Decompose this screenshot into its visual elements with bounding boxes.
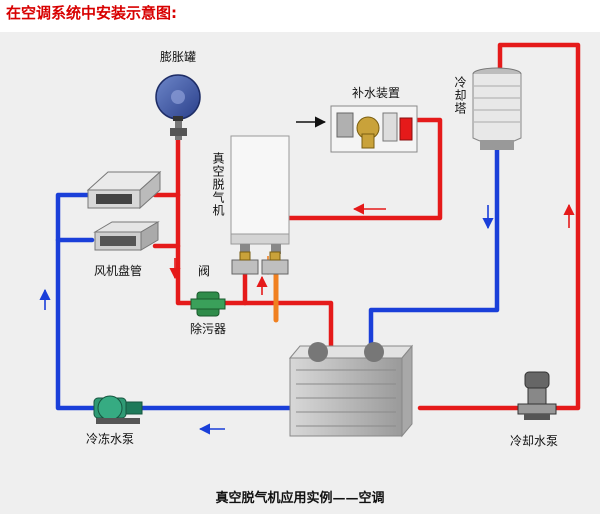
valve-right bbox=[261, 251, 289, 275]
page-title: 在空调系统中安装示意图: bbox=[6, 4, 177, 22]
water-makeup-device bbox=[330, 105, 418, 153]
valve-left bbox=[231, 251, 259, 275]
fan-coil-duct bbox=[93, 221, 160, 251]
strainer bbox=[190, 291, 226, 317]
pipe-blue-chilled-return bbox=[55, 192, 293, 411]
label-cooling-tower: 冷却塔 bbox=[453, 76, 467, 115]
label-water-makeup: 补水装置 bbox=[352, 86, 401, 100]
fan-coil-cassette bbox=[86, 170, 162, 210]
pipe-red-degasser-makeup bbox=[285, 117, 443, 221]
label-valve: 阀 bbox=[198, 264, 211, 278]
label-fan-coil: 风机盘管 bbox=[94, 264, 143, 278]
vacuum-degasser bbox=[230, 135, 290, 254]
diagram-caption: 真空脱气机应用实例——空调 bbox=[215, 491, 385, 506]
pipe-blue-tower-return bbox=[368, 147, 500, 355]
label-chilled-pump: 冷冻水泵 bbox=[86, 432, 135, 446]
pipe-red-tank-to-chiller bbox=[175, 137, 334, 355]
cooling-water-pump bbox=[517, 371, 557, 420]
chilled-water-pump bbox=[93, 395, 143, 424]
label-cooling-pump: 冷却水泵 bbox=[510, 434, 559, 448]
label-expansion-tank: 膨胀罐 bbox=[160, 50, 197, 64]
expansion-tank bbox=[155, 74, 201, 140]
chiller-unit bbox=[288, 342, 414, 438]
cooling-tower bbox=[472, 67, 522, 150]
label-degasser: 真空脱气机 bbox=[211, 152, 225, 217]
label-strainer: 除污器 bbox=[190, 322, 227, 336]
